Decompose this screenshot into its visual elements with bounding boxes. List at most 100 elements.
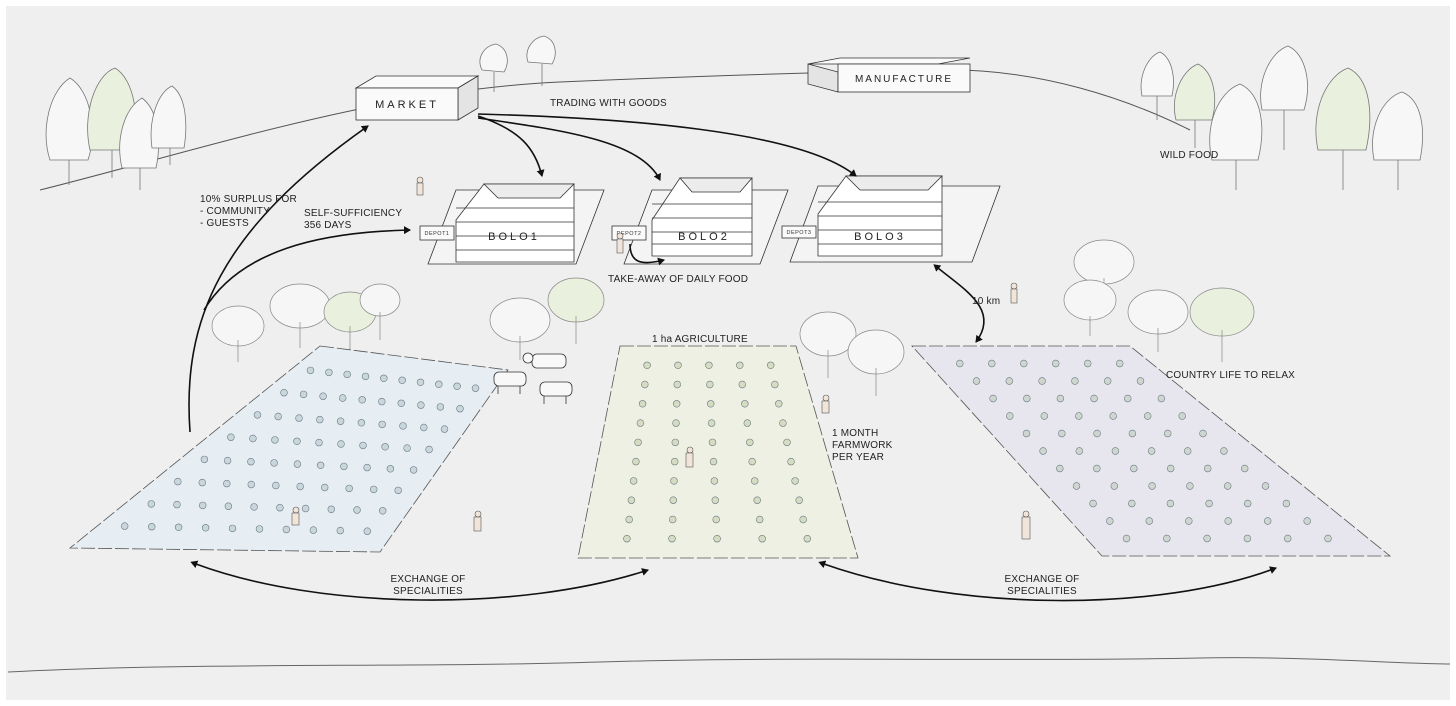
crop-plant	[1093, 464, 1101, 473]
crop-plant	[399, 422, 407, 430]
crop-plant	[270, 459, 278, 467]
crop-plant	[227, 433, 235, 441]
crop-plant	[1143, 412, 1152, 420]
crop-plant	[321, 483, 329, 492]
crop-plant	[453, 382, 461, 390]
surplus-line3: - GUESTS	[200, 218, 249, 229]
crop-plant	[1147, 447, 1156, 455]
crop-plant	[623, 534, 631, 543]
crop-plant	[1163, 429, 1172, 438]
crop-plant	[409, 466, 418, 474]
crop-plant	[1186, 482, 1194, 490]
crop-plant	[711, 496, 719, 504]
crop-plant	[299, 390, 308, 399]
crop-plant	[1183, 447, 1192, 455]
crop-plant	[420, 423, 428, 432]
crop-plant	[713, 534, 721, 543]
crop-plant	[397, 399, 405, 407]
crop-plant	[378, 397, 386, 406]
arrow-distance	[933, 264, 985, 343]
crop-plant	[416, 378, 425, 386]
crop-plant	[803, 534, 811, 543]
crop-plant	[1130, 464, 1138, 473]
market-label: MARKET	[375, 99, 439, 111]
crop-plant	[795, 496, 803, 504]
crop-plant	[1166, 464, 1175, 473]
crop-plant	[1040, 412, 1049, 420]
crop-plant	[1022, 429, 1031, 438]
crop-plant	[271, 436, 279, 444]
crop-plant	[1203, 534, 1211, 543]
crop-plant	[296, 482, 304, 491]
crop-plant	[223, 456, 232, 465]
arrow-market-bolo3	[477, 113, 857, 177]
crop-plant	[198, 478, 207, 487]
crop-plant	[361, 372, 370, 381]
arrow-surplus-market	[188, 125, 369, 433]
crop-plant	[791, 477, 799, 485]
wild-food-label: WILD FOOD	[1160, 150, 1218, 161]
crop-plant	[1023, 394, 1031, 403]
crop-plant	[710, 477, 719, 485]
bolo3-building[interactable]: DEPOT3 BOLO3	[781, 175, 1001, 263]
crop-plant	[425, 445, 433, 454]
crop-plant	[750, 477, 759, 485]
bolo1-building[interactable]: DEPOT1 BOLO1	[419, 183, 605, 265]
farmwork-line2: FARMWORK	[832, 440, 893, 451]
arrow-market-bolo2	[477, 117, 661, 181]
surplus-line1: 10% SURPLUS FOR	[200, 194, 297, 205]
crop-plant	[758, 534, 766, 543]
crop-plant	[1178, 412, 1186, 420]
tree-cluster-right	[1140, 45, 1423, 190]
arrow-self-sufficiency	[203, 226, 411, 311]
market-building[interactable]: MARKET	[354, 75, 480, 121]
horizon-line	[39, 69, 1191, 191]
crop-plant	[386, 465, 395, 473]
bolo2-label: BOLO2	[678, 231, 730, 243]
crop-plant	[337, 440, 345, 448]
crop-plant	[1223, 482, 1232, 490]
crop-plant	[1240, 464, 1249, 473]
field-left	[68, 345, 509, 553]
crop-plant	[771, 380, 779, 389]
manufacture-building[interactable]: MANUFACTURE	[807, 57, 971, 93]
crop-plant	[282, 525, 291, 534]
crop-plant	[327, 505, 335, 513]
crop-plant	[1075, 447, 1084, 455]
crop-plant	[379, 507, 387, 515]
crop-plant	[353, 506, 361, 514]
crop-plant	[471, 384, 480, 392]
crop-plant	[753, 496, 761, 504]
exchange-left-line1: EXCHANGE OF	[391, 574, 466, 585]
crop-plant	[1282, 499, 1291, 508]
crop-plant	[634, 438, 642, 447]
crop-plant	[249, 434, 257, 443]
crop-plant	[1199, 429, 1207, 438]
crop-plant	[120, 522, 129, 530]
crop-plant	[736, 361, 744, 369]
crop-plant	[417, 401, 425, 409]
exchange-right-line2: SPECIALITIES	[1007, 586, 1077, 597]
crop-rows	[120, 359, 1332, 543]
crop-plant	[1136, 377, 1145, 385]
crop-plant	[1058, 429, 1066, 438]
crop-plant	[627, 496, 636, 504]
crop-plant	[706, 380, 714, 389]
bolo2-building[interactable]: DEPOT2 BOLO2	[611, 177, 789, 265]
crop-plant	[766, 361, 775, 369]
crop-plant	[746, 438, 754, 447]
crop-plant	[336, 417, 345, 425]
crop-plant	[1038, 377, 1046, 385]
crop-plant	[403, 444, 411, 452]
crop-plant	[316, 461, 325, 469]
crop-plant	[1075, 412, 1083, 420]
crop-plant	[436, 403, 445, 411]
crop-plant	[706, 400, 715, 408]
crop-plant	[343, 370, 351, 379]
crop-plant	[339, 394, 347, 402]
crop-plant	[775, 400, 783, 408]
crop-plant	[398, 376, 406, 384]
crop-plant	[223, 479, 231, 488]
crop-plant	[359, 441, 367, 450]
